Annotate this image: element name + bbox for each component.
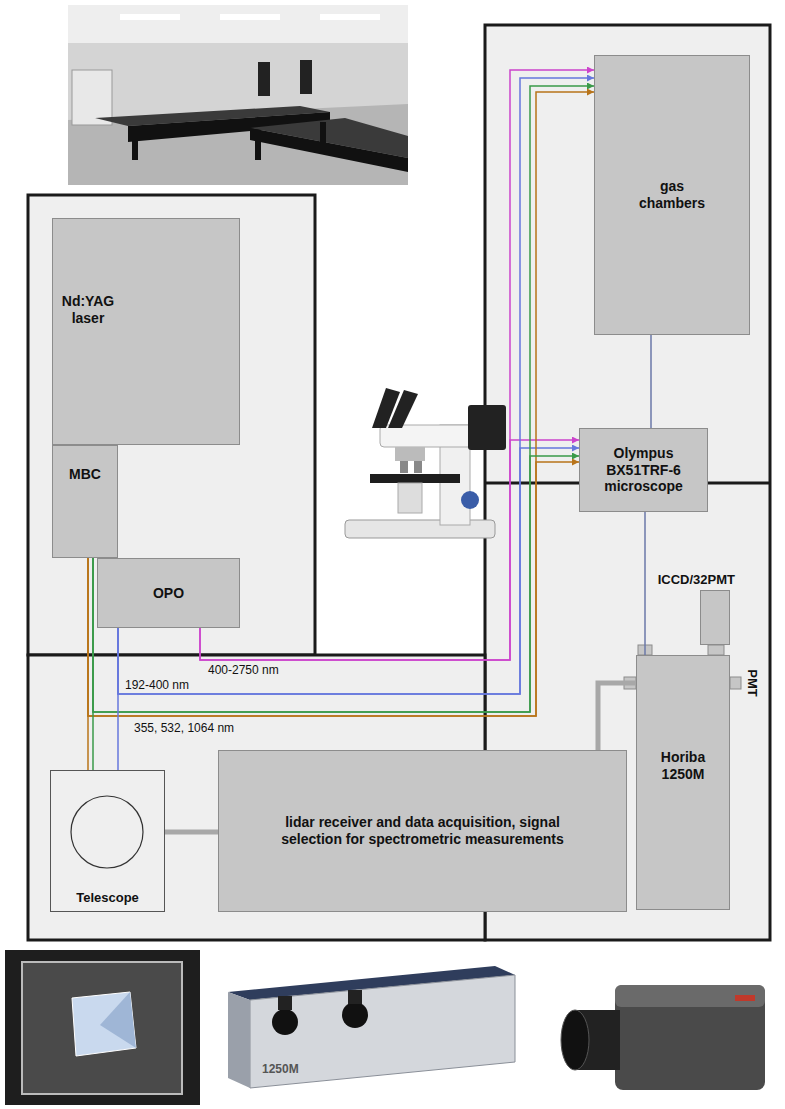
camera-body [615,985,765,1090]
retroreflector-shade [100,992,136,1048]
microscope-eyepiece [388,390,418,428]
photo-floor [68,104,408,185]
lab-photo [68,5,408,185]
connector-line [88,462,579,716]
microscope-photo [345,388,506,538]
beam-connector [118,628,119,770]
table-leg [132,140,138,160]
connector-line [200,440,579,660]
table-leg [255,138,261,160]
microscope-objective [414,461,422,473]
connector-line [200,70,594,660]
box-label: Olympus BX51TRF-6 microscope [586,445,701,495]
photo-wall [68,5,408,185]
camera-logo [735,995,755,1001]
camera-top [615,985,765,1007]
spectrometer-port [272,1009,298,1035]
photo-light [120,14,180,20]
laser-box: Nd:YAG laser [52,218,240,445]
beam-connector [598,683,636,750]
photo-panel [258,62,270,96]
box-label: OPO [153,585,184,602]
box-label: Nd:YAG laser [57,293,119,327]
connector-line [165,830,218,835]
photo-light [220,14,280,20]
connector-line [598,683,636,750]
spectrometer-port [342,1002,368,1028]
spectrometer-box: Horiba 1250M [636,655,730,910]
camera-lens-front [561,1010,589,1070]
microscope-condenser [398,483,422,513]
spectrometer-knob [348,990,362,1004]
beam-connector [88,456,579,716]
wavelength-label: 400-2750 nm [206,663,281,677]
spectrometer-end [228,992,250,1088]
beam-connector [651,335,652,428]
spectrometer-photo [228,966,515,1088]
microscope-lamp [468,405,506,450]
microscope-objective [400,461,408,473]
retroreflector-photo [5,950,200,1105]
photo-ground [5,950,200,1105]
connector-line [650,335,652,428]
detector-port-label: PMT [745,669,760,696]
beam-connector [200,70,594,660]
opo-box: OPO [97,558,240,628]
box-label: MBC [69,466,101,483]
beam-connector [645,512,646,655]
wavelength-label: 355, 532, 1064 nm [132,721,236,735]
connector-line [87,558,89,770]
table-leg [320,122,326,144]
detector-label: ICCD/32PMT [658,572,735,588]
telescope-mirror [71,796,143,868]
port-stub [708,645,724,655]
wavelength-label: 192-400 nm [123,678,191,692]
camera-photo [561,985,765,1090]
box-label: gas chambers [632,178,712,212]
detector-box: ICCD/32PMT [700,590,730,645]
microscope-head [380,425,475,447]
photo-light [320,14,380,20]
box-label: lidar receiver and data acquisition, sig… [273,814,573,848]
telescope-box: Telescope [50,770,165,912]
photo-panel [300,60,312,94]
beam-connector [88,558,93,770]
receiver-box: lidar receiver and data acquisition, sig… [218,750,627,912]
box-label: Telescope [76,890,139,906]
room-panel [28,195,315,655]
gas-chamber-box: gas chambers [594,55,750,335]
photo-cabinet [72,70,112,125]
photo-ceiling [68,5,408,43]
optical-table [250,128,408,172]
microscope-knob [461,491,479,509]
spectrometer-knob [278,996,292,1010]
connector-line [117,628,119,770]
beam-connector [200,440,579,660]
connector-line [93,456,579,712]
port-stub [730,677,741,689]
connector-line [644,512,646,655]
microscope-nosepiece [395,447,425,461]
connector-line [92,558,94,770]
retroreflector [72,992,136,1056]
instrument-marking: 1250M [262,1062,299,1077]
spectrometer-front [250,975,515,1088]
microscope-box: Olympus BX51TRF-6 microscope [579,428,708,512]
photo-frame [22,962,182,1094]
box-label: Horiba 1250M [653,749,713,783]
beam-connector [165,832,218,833]
beam-combiner-box: MBC [52,445,118,558]
microscope-stage [370,474,460,483]
microscope-base [345,520,495,538]
